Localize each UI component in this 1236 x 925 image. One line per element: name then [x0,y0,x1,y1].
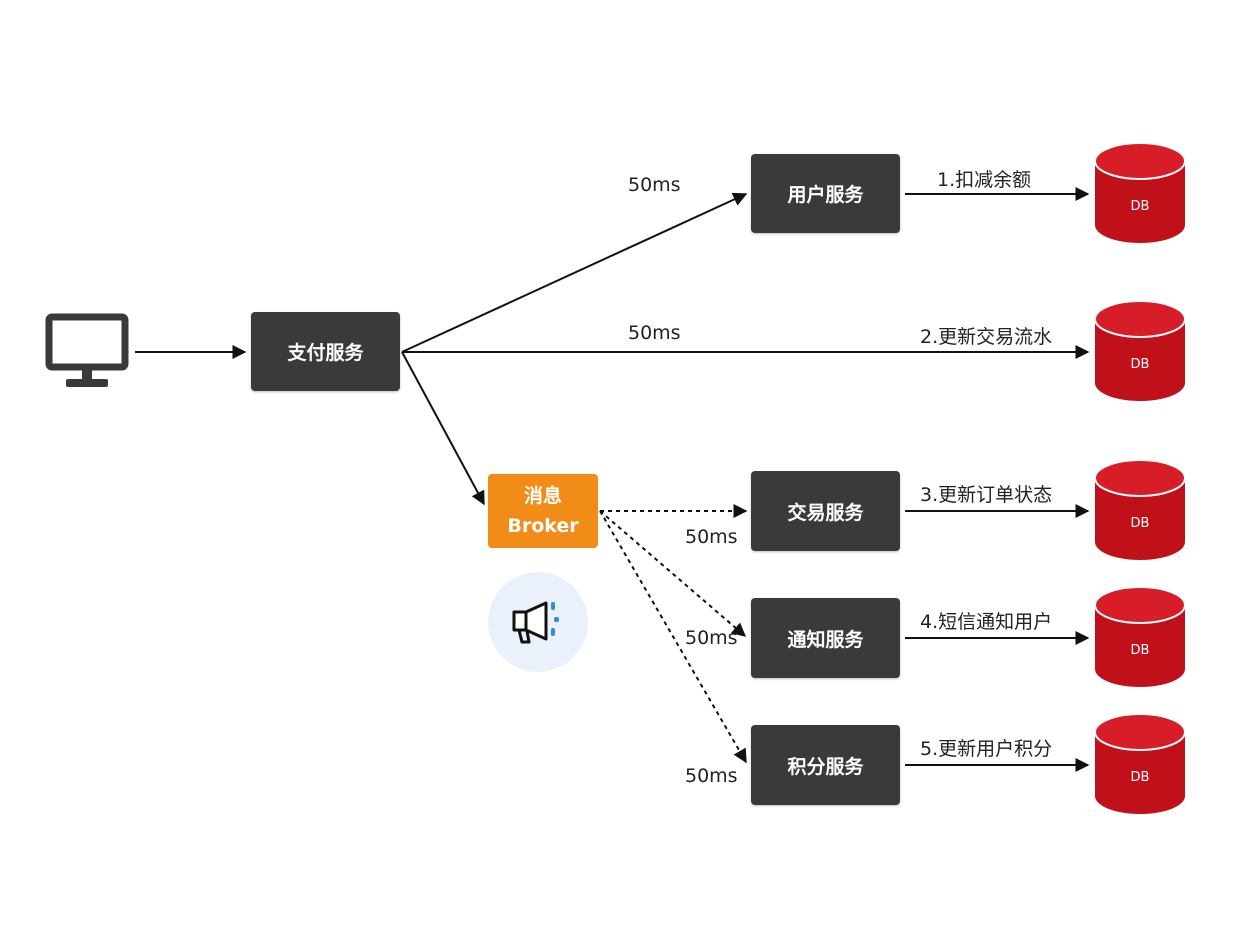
notify-service-node: 通知服务 [751,598,900,678]
step-label-4: 4.短信通知用户 [920,611,1053,633]
step-label-1: 1.扣减余额 [937,169,1032,191]
broker-label-line1: 消息 [523,485,562,507]
points-service-node: 积分服务 [751,725,900,805]
desktop-monitor-icon [45,313,129,393]
database-label: DB [1130,357,1150,372]
step-label-5: 5.更新用户积分 [920,738,1053,760]
database-5: DB [1093,712,1187,816]
database-cylinder-icon [1094,713,1186,814]
database-3: DB [1093,458,1187,562]
database-1: DB [1093,141,1187,245]
edge-pay-to-user [401,192,748,353]
database-label: DB [1130,643,1150,658]
broker-badge [488,572,588,672]
database-cylinder-icon [1094,300,1186,401]
user-service-node: 用户服务 [751,154,900,233]
database-cylinder-icon [1094,459,1186,560]
database-cylinder-icon [1094,142,1186,243]
broker-label-line2: Broker [507,515,579,537]
database-4: DB [1093,585,1187,689]
latency-label-trade: 50ms [685,526,738,548]
pay-service-node: 支付服务 [251,312,400,391]
latency-label-user: 50ms [628,174,681,196]
step-label-2: 2.更新交易流水 [920,326,1053,348]
database-label: DB [1130,199,1150,214]
latency-label-pay-db: 50ms [628,322,681,344]
database-cylinder-icon [1094,586,1186,687]
database-label: DB [1130,770,1150,785]
edge-pay-to-broker [401,351,485,506]
database-2: DB [1093,299,1187,403]
edge-broker-to-points [599,510,747,764]
database-label: DB [1130,516,1150,531]
megaphone-icon [512,601,559,644]
latency-label-points: 50ms [685,765,738,787]
latency-label-notify: 50ms [685,627,738,649]
trade-service-node: 交易服务 [751,471,900,551]
message-broker-node: 消息 Broker [488,474,598,548]
step-label-3: 3.更新订单状态 [920,484,1053,506]
